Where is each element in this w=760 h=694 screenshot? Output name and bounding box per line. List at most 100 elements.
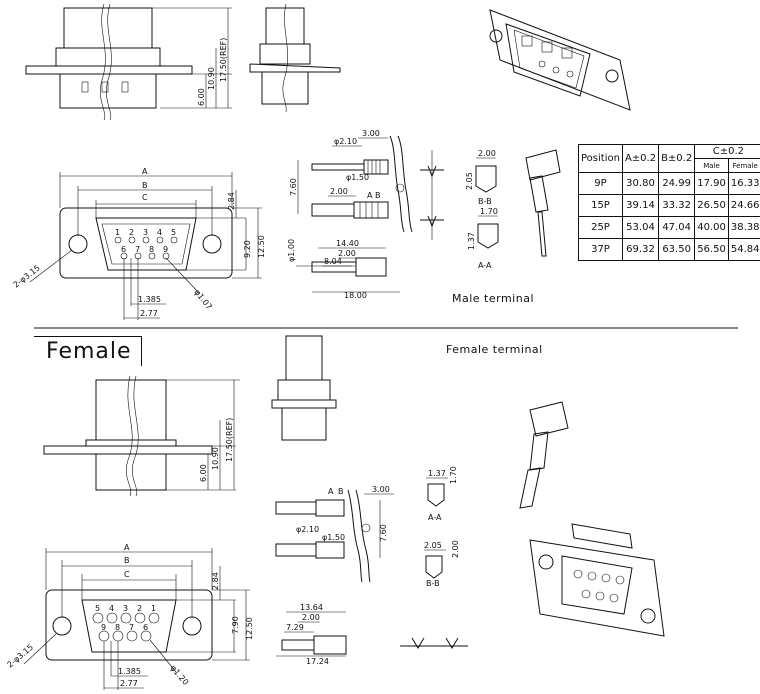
cell-position: 9P xyxy=(578,172,623,195)
pin-label: 2 xyxy=(137,604,142,613)
cell-female: 38.38 xyxy=(727,216,760,239)
table-row: 25P 53.04 47.04 40.00 38.38 xyxy=(578,216,760,239)
dim-2-00: 2.00 xyxy=(302,613,320,622)
female-end-view xyxy=(271,335,337,441)
female-section-bb: 2.05 2.00 B-B xyxy=(424,540,460,588)
male-end-view xyxy=(249,3,341,113)
dim-B: B xyxy=(142,181,148,190)
section-label-bb: B-B xyxy=(426,579,440,588)
dim-A: A xyxy=(124,543,130,552)
dim-12-50: 12.50 xyxy=(245,617,254,640)
dim-3-00: 3.00 xyxy=(362,129,380,138)
dim-dia-2-10: φ2.10 xyxy=(296,525,319,534)
pin-label: 6 xyxy=(121,245,126,254)
female-front-view: 5 4 3 2 1 9 8 7 6 A B C 2.84 7.90 12.50 xyxy=(6,543,254,690)
header-position: Position xyxy=(578,144,623,173)
female-isometric-view xyxy=(529,523,665,637)
male-terminal-caption: Male terminal xyxy=(452,292,535,305)
female-pin-row-top: 5 4 3 2 1 xyxy=(92,604,160,624)
male-front-view: 1 2 3 4 5 6 7 8 9 A B C 2.84 9.20 12.50 xyxy=(12,167,266,320)
dim-9-20: 9.20 xyxy=(243,240,252,258)
cell-position: 25P xyxy=(578,216,623,239)
header-c: C±0.2 xyxy=(694,144,760,159)
dim-1-37: 1.37 xyxy=(428,469,446,478)
male-section-bb: 2.00 2.05 B-B xyxy=(465,149,497,206)
dim-dia-1-50: φ1.50 xyxy=(346,173,369,182)
header-male: Male xyxy=(694,158,729,173)
dim-dia-1-00: φ1.00 xyxy=(287,239,296,262)
pin-label: 7 xyxy=(135,245,140,254)
dim-6-00: 6.00 xyxy=(197,88,206,106)
table-row: 15P 39.14 33.32 26.50 24.66 xyxy=(578,194,760,217)
dim-2-05: 2.05 xyxy=(465,172,474,190)
table-row: 9P 30.80 24.99 17.90 16.33 xyxy=(578,172,760,195)
male-pin-row-bottom: 6 7 8 9 xyxy=(120,245,170,260)
pin-label: 1 xyxy=(115,228,120,237)
pin-label: 6 xyxy=(143,623,148,632)
dim-3-00: 3.00 xyxy=(372,485,390,494)
cell-a: 53.04 xyxy=(621,216,660,239)
table-row: 37P 69.32 63.50 56.50 54.84 xyxy=(578,238,760,261)
dimension-table: Position A±0.2 B±0.2 C±0.2 Male Female 9… xyxy=(578,144,760,261)
male-isometric-view xyxy=(489,9,631,111)
dim-2-77: 2.77 xyxy=(140,309,158,318)
male-pin-row-top: 1 2 3 4 5 xyxy=(114,228,178,244)
dim-1-385: 1.385 xyxy=(138,295,161,304)
pin-label: 7 xyxy=(129,623,134,632)
female-terminal-detail: A B 3.00 φ2.10 φ1.50 7.60 xyxy=(275,485,394,583)
dim-2-77: 2.77 xyxy=(120,679,138,688)
dim-6-00: 6.00 xyxy=(199,464,208,482)
pin-label: 9 xyxy=(101,623,106,632)
dim-1-37: 1.37 xyxy=(467,232,476,250)
female-section-title: Female xyxy=(46,339,132,364)
dim-hole-dia: 2-φ3.15 xyxy=(6,643,36,670)
dim-C: C xyxy=(124,570,130,579)
dim-7-60: 7.60 xyxy=(289,178,298,196)
female-terminal-lengths: 13.64 2.00 7.29 17.24 xyxy=(276,603,468,666)
female-side-view: 6.00 10.90 17.50(REF) xyxy=(43,375,240,497)
male-side-view: 6.00 10.90 17.50(REF) xyxy=(25,3,232,121)
dim-A: A xyxy=(142,167,148,176)
cell-male: 17.90 xyxy=(694,172,729,195)
cell-b: 63.50 xyxy=(658,238,696,261)
male-terminal-3d xyxy=(525,149,561,257)
cell-position: 37P xyxy=(578,238,623,261)
female-section-aa: 1.37 1.70 A-A xyxy=(426,466,458,522)
dim-pin-dia: φ1.07 xyxy=(192,288,213,312)
dim-2-00: 2.00 xyxy=(451,540,460,558)
dim-pin-dia: φ1.20 xyxy=(168,664,190,687)
dim-dia-1-50: φ1.50 xyxy=(322,533,345,542)
pin-label: 4 xyxy=(157,228,162,237)
dim-B: B xyxy=(124,556,130,565)
dim-2-84: 2.84 xyxy=(227,192,236,210)
section-label-aa: A-A xyxy=(478,261,492,270)
dim-2-00: 2.00 xyxy=(330,187,348,196)
female-pin-row-bottom: 9 8 7 6 xyxy=(98,623,152,642)
section-mark-B: B xyxy=(375,191,381,200)
pin-label: 1 xyxy=(151,604,156,613)
cell-b: 47.04 xyxy=(658,216,696,239)
pin-label: 8 xyxy=(149,245,154,254)
section-mark-A: A xyxy=(328,487,334,496)
cell-a: 69.32 xyxy=(621,238,660,261)
cell-male: 56.50 xyxy=(694,238,729,261)
dim-2-00-b: 2.00 xyxy=(338,249,356,258)
dim-1-385: 1.385 xyxy=(118,667,141,676)
dim-7-29: 7.29 xyxy=(286,623,304,632)
section-mark-A: A xyxy=(367,191,373,200)
pin-label: 2 xyxy=(129,228,134,237)
dim-8-04: 8.04 xyxy=(324,257,342,266)
dim-1-70: 1.70 xyxy=(449,466,458,484)
female-terminal-3d xyxy=(519,401,569,509)
cell-b: 24.99 xyxy=(658,172,696,195)
dim-18-00: 18.00 xyxy=(344,291,367,300)
cell-position: 15P xyxy=(578,194,623,217)
dim-12-50: 12.50 xyxy=(257,235,266,258)
cell-a: 30.80 xyxy=(621,172,660,195)
dim-10-90: 10.90 xyxy=(211,447,220,470)
dim-17-50-ref: 17.50(REF) xyxy=(225,418,234,462)
dim-2-05: 2.05 xyxy=(424,541,442,550)
dim-17-50-ref: 17.50(REF) xyxy=(219,38,228,82)
dim-C: C xyxy=(142,193,148,202)
male-terminal-detail: 3.00 φ2.10 φ1.50 7.60 2.00 A B φ1.00 14.… xyxy=(287,129,444,300)
